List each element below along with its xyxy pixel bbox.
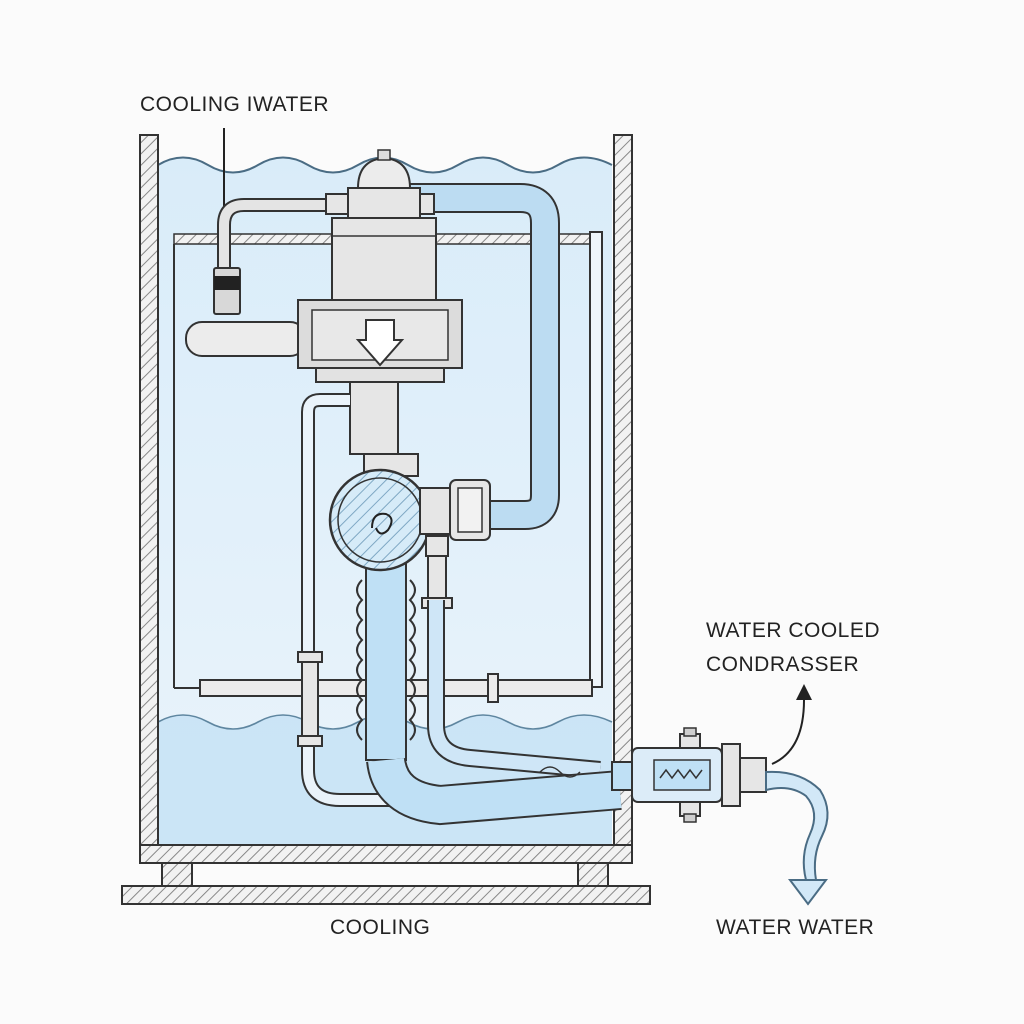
cooling-label: COOLING (330, 916, 431, 939)
outlet-water-stream (765, 770, 829, 906)
circulation-pump (328, 468, 491, 761)
condenser-label: WATER COOLED CONDRASSER (706, 614, 880, 682)
condenser-label-line-1: WATER COOLED (706, 619, 881, 642)
condenser-label-line-2: CONDRASSER (706, 653, 860, 676)
water-cooled-condenser (611, 727, 767, 823)
left-pipe-valve (297, 651, 323, 747)
outlet-water-label: WATER WATER (716, 916, 875, 939)
compressor-head (325, 149, 437, 301)
base-platform (121, 861, 651, 905)
cooling-water-label: COOLING IWATER (140, 93, 330, 116)
left-supply-pipe (301, 393, 580, 807)
cooling-water-inlet (213, 128, 330, 315)
return-pipe-upper (410, 183, 560, 530)
flow-pipe-to-condenser (366, 600, 622, 826)
condenser-label-arrow (771, 684, 812, 765)
